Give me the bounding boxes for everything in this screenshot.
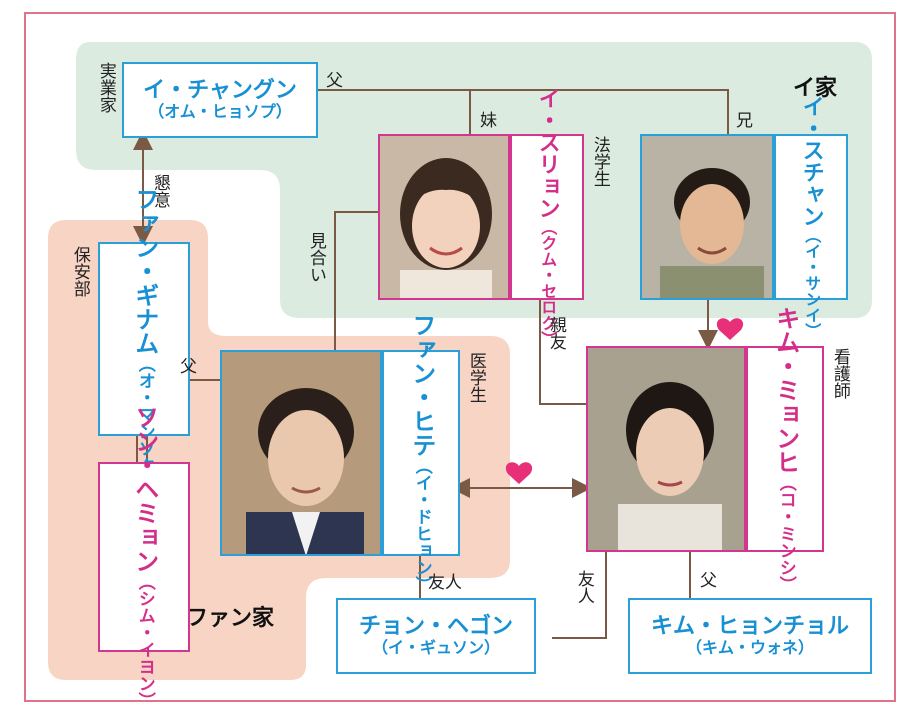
actor-name: （イ・ギュソン） (371, 638, 500, 658)
portrait-image (380, 136, 508, 298)
person-name: キム・ミョンヒ (771, 305, 800, 474)
relation-label: 父 (326, 71, 343, 91)
relation-label: 友人 (573, 570, 594, 604)
role-label: 法学生 (589, 136, 610, 187)
role-label: 看護師 (829, 348, 850, 399)
relation-label: 妹 (480, 111, 497, 131)
person-name: ファン・ヒテ (407, 313, 436, 457)
line-father-changgun (318, 89, 729, 134)
person-lee-changgun: イ・チャングン （オム・ヒョソプ） (122, 62, 318, 138)
actor-name: （イ・ドヒョン） (411, 457, 432, 593)
person-name: キム・ヒョンチョル (650, 614, 849, 640)
relation-label: 兄 (736, 111, 753, 131)
actor-name: （クム・セロク） (538, 219, 558, 347)
person-kim-hyonchol: キム・ヒョンチョル （キム・ウォネ） (628, 598, 872, 674)
relation-label: 父 (700, 571, 717, 591)
role-label: 保安部 (69, 246, 90, 297)
person-name: イ・スリョン (534, 87, 560, 219)
person-hwang-ginam: ファン・ギナム （オ・マンソク） (98, 187, 190, 491)
actor-name: （キム・ウォネ） (685, 638, 814, 658)
person-name: ソン・ヘミョン (130, 405, 159, 573)
person-name: ファン・ギナム (130, 187, 159, 355)
person-kim-myonhi: キム・ミョンヒ （コ・ミンシ） (746, 306, 824, 593)
relation-label: 友人 (428, 573, 462, 593)
relation-label: 親友 (545, 316, 566, 350)
line-friend-myonhi (552, 552, 607, 639)
photo-lee-suchan (640, 134, 774, 300)
role-label: 実業家 (95, 62, 116, 113)
portrait-image (222, 352, 380, 554)
actor-name: （オ・マンソク） (134, 355, 155, 491)
portrait-image (588, 348, 744, 550)
photo-kim-myonhi (586, 346, 746, 552)
heart-icon (505, 462, 533, 484)
photo-lee-sullyon (378, 134, 510, 300)
portrait-image (642, 136, 772, 298)
person-name: チョン・ヘゴン (358, 614, 513, 640)
line-best-friend (539, 300, 586, 405)
person-jon-hegon: チョン・ヘゴン （イ・ギュソン） (336, 598, 536, 674)
line-matchmaking (334, 211, 378, 350)
lee-family-title: イ家 (793, 76, 838, 101)
role-label: 医学生 (465, 352, 486, 403)
person-lee-sullyon: イ・スリョン （クム・セロク） (510, 87, 584, 347)
relation-label: 懇意 (149, 174, 170, 208)
person-hwang-hite: ファン・ヒテ （イ・ドヒョン） (382, 313, 460, 593)
person-lee-suchan: イ・スチャン （イ・サンイ） (774, 95, 848, 339)
actor-name: （コ・ミンシ） (775, 473, 796, 593)
actor-name: （イ・サンイ） (802, 227, 822, 339)
hwang-family-title: ファン家 (186, 606, 275, 631)
relation-label: 見合い (305, 232, 326, 283)
person-name: イ・チャングン (143, 78, 297, 104)
actor-name: （シム・イヨン） (134, 573, 155, 709)
heart-icon (716, 318, 744, 340)
actor-name: （オム・ヒョソプ） (148, 102, 292, 122)
photo-hwang-hite (220, 350, 382, 556)
person-son-haemyon: ソン・ヘミョン （シム・イヨン） (98, 405, 190, 709)
person-name: イ・スチャン (798, 95, 824, 227)
chart-border (24, 12, 896, 702)
relation-label: 父 (180, 357, 197, 377)
